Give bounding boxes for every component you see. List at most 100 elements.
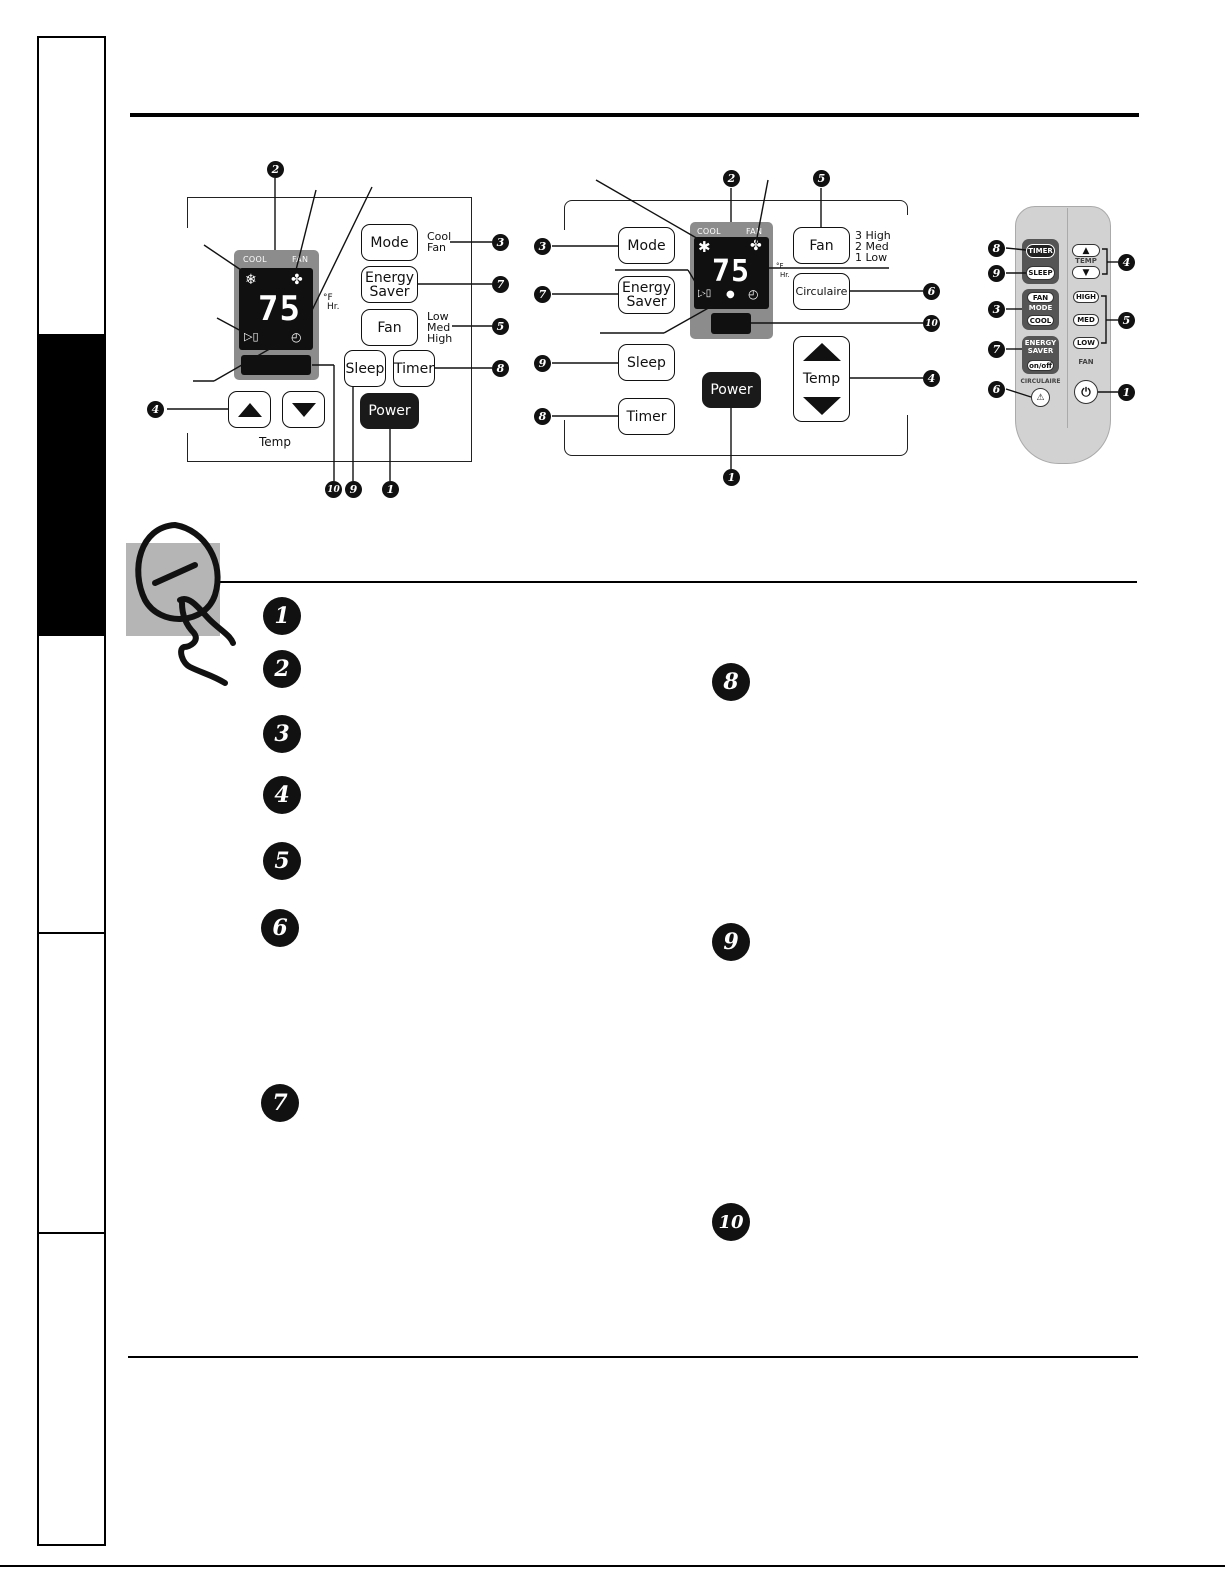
down-arrow-icon xyxy=(802,397,841,415)
panel1-lcd xyxy=(239,268,313,350)
remote-temp-up-button[interactable]: ▲ xyxy=(1072,244,1100,257)
remote-temp-label: TEMP xyxy=(1075,257,1097,265)
panel2-timer-display xyxy=(711,313,751,334)
panel1-temp-display: 75 xyxy=(258,289,301,329)
callout-badge: 7 xyxy=(988,341,1005,358)
callout-badge: 6 xyxy=(988,381,1005,398)
panel1-sleep-button[interactable]: Sleep xyxy=(344,350,386,387)
remote-temp-down-button[interactable]: ▼ xyxy=(1072,266,1100,279)
panel2-temp-label: Temp xyxy=(802,371,841,387)
remote-power-button[interactable]: ⏻ xyxy=(1074,380,1098,404)
callout-badge: 2 xyxy=(267,161,284,178)
remote-energy-onoff-button[interactable]: on/off xyxy=(1027,360,1054,371)
panel1-mode-option-cool: Cool xyxy=(427,230,452,243)
panel1-unit-f: °F xyxy=(323,293,333,303)
page-bottom-rule xyxy=(0,1565,1225,1567)
up-arrow-icon xyxy=(237,402,262,417)
callout-badge: 8 xyxy=(534,408,551,425)
list-number-5: 5 xyxy=(263,842,301,880)
panel1-fan-button[interactable]: Fan xyxy=(361,309,418,346)
callout-lines xyxy=(167,178,1118,481)
callout-badge: 5 xyxy=(1118,312,1135,329)
panel1-lcd-cool: COOL xyxy=(243,255,267,264)
panel2-sleep-button[interactable]: Sleep xyxy=(618,344,675,381)
panel2-unit-hr: Hr. xyxy=(780,271,790,279)
list-number-7: 7 xyxy=(261,1084,299,1122)
snowflake-icon: ❄ xyxy=(245,272,257,288)
panel2-fan-button[interactable]: Fan xyxy=(793,227,850,264)
remote-fan-label: FAN xyxy=(1078,358,1094,366)
clock-icon: ◴ xyxy=(291,330,302,344)
panel1-unit-hr: Hr. xyxy=(327,302,340,312)
panel1-temp-label: Temp xyxy=(259,435,291,449)
panel2-energy-saver-button[interactable]: Energy Saver xyxy=(618,276,675,314)
panel1-timer-button[interactable]: Timer xyxy=(393,350,435,387)
callout-badge: 9 xyxy=(345,481,362,498)
down-arrow-icon xyxy=(291,402,316,417)
panel2-lcd-cool: COOL xyxy=(697,227,721,236)
remote-fan-low-button[interactable]: LOW xyxy=(1073,337,1099,349)
panel1-mode-option-fan: Fan xyxy=(427,241,447,254)
remote-mode-label: MODE xyxy=(1028,304,1053,312)
side-tab-3[interactable] xyxy=(39,636,104,934)
callout-badge: 1 xyxy=(723,469,740,486)
remote-fan-med-button[interactable]: MED xyxy=(1073,314,1099,326)
panel2-temp-button[interactable]: Temp xyxy=(793,336,850,422)
panel2-fan-option-high: 3 High xyxy=(855,229,891,242)
panel2-timer-button[interactable]: Timer xyxy=(618,398,675,435)
callout-badge: 8 xyxy=(988,240,1005,257)
panel1-temp-down-button[interactable] xyxy=(282,391,325,428)
remote-sleep-button[interactable]: SLEEP xyxy=(1026,266,1055,280)
side-tab-strip xyxy=(37,36,106,1546)
panel2-edge-gap-right xyxy=(903,215,912,415)
panel2-fan-option-low: 1 Low xyxy=(855,251,888,264)
panel2-power-button[interactable]: Power xyxy=(702,372,761,408)
list-number-3: 3 xyxy=(263,715,301,753)
side-tab-5[interactable] xyxy=(39,1234,104,1544)
list-number-8: 8 xyxy=(712,663,750,701)
callout-badge: 1 xyxy=(382,481,399,498)
top-rule xyxy=(130,113,1139,117)
callout-badge: 8 xyxy=(492,360,509,377)
panel2-fan-option-med: 2 Med xyxy=(855,240,889,253)
bottom-rule xyxy=(128,1356,1138,1358)
remote-energy-label: ENERGY SAVER xyxy=(1024,339,1057,355)
callout-badge: 7 xyxy=(492,276,509,293)
panel1-energy-saver-button[interactable]: Energy Saver xyxy=(361,266,418,303)
side-tab-2-active[interactable] xyxy=(39,336,104,636)
remote-circulaire-label: CIRCULAIRE xyxy=(1020,378,1061,385)
panel2-mode-button[interactable]: Mode xyxy=(618,227,675,264)
callout-badge: 4 xyxy=(923,370,940,387)
panel2-eco-icon: ▷▯ xyxy=(698,288,712,299)
panel2-temp-display: 75 xyxy=(712,254,751,289)
remote-fan-high-button[interactable]: HIGH xyxy=(1073,291,1099,303)
remote-circulaire-button[interactable]: ⚠ xyxy=(1031,388,1050,407)
callout-badge: 9 xyxy=(534,355,551,372)
panel2-circulaire-button[interactable]: Circulaire xyxy=(793,273,850,310)
panel1-mode-button[interactable]: Mode xyxy=(361,224,418,261)
panel1-temp-up-button[interactable] xyxy=(228,391,271,428)
panel2-snowflake-icon: ✱ xyxy=(698,238,711,256)
list-number-2: 2 xyxy=(263,650,301,688)
panel2-unit-f: °F xyxy=(776,262,784,270)
list-number-4: 4 xyxy=(263,776,301,814)
list-number-1: 1 xyxy=(263,597,301,635)
callout-badge: 5 xyxy=(492,318,509,335)
panel2-fan-icon: ✤ xyxy=(750,238,762,254)
callout-badge: 7 xyxy=(534,286,551,303)
panel2-lcd xyxy=(694,237,769,309)
panel1-timer-display xyxy=(241,355,311,375)
panel1-power-button[interactable]: Power xyxy=(360,393,419,429)
list-number-9: 9 xyxy=(712,923,750,961)
finger-press-icon xyxy=(135,522,236,686)
eco-icon: ▷▯ xyxy=(244,330,259,343)
callout-badge: 3 xyxy=(534,238,551,255)
remote-cool-button[interactable]: COOL xyxy=(1027,315,1054,326)
callout-badge: 5 xyxy=(813,170,830,187)
panel2-circulaire-icon: ● xyxy=(726,289,735,300)
remote-timer-button[interactable]: TIMER xyxy=(1026,244,1055,258)
side-tab-4[interactable] xyxy=(39,934,104,1234)
callout-badge: 2 xyxy=(723,170,740,187)
remote-fan-mode-button[interactable]: FAN xyxy=(1027,292,1054,303)
side-tab-1[interactable] xyxy=(39,38,104,336)
